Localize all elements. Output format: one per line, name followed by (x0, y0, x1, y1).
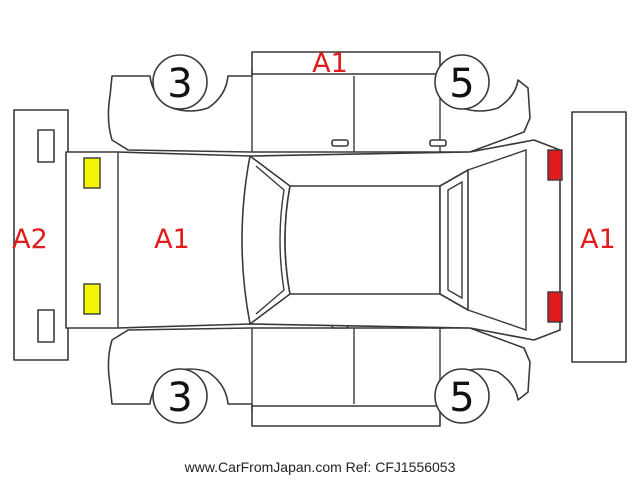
door-handle-top-front (331, 139, 349, 147)
footer-reference: www.CarFromJapan.com Ref: CFJ1556053 (184, 459, 456, 475)
door-handle-top-rear (429, 139, 447, 147)
wheel-mark-front-left: 3 (167, 61, 192, 107)
roof-panel (284, 185, 441, 295)
wheel-mark-rear-right: 5 (449, 375, 474, 421)
damage-mark-hood: A1 (154, 224, 190, 255)
headlight-lower (83, 283, 101, 315)
damage-mark-roof: A1 (312, 48, 348, 79)
rear-window (439, 169, 469, 311)
taillight-lower (547, 291, 563, 323)
rear-bumper (571, 111, 627, 363)
wheel-circle-front-right (152, 368, 208, 424)
wheel-mark-rear-left: 5 (449, 61, 474, 107)
wheel-mark-front-right: 3 (167, 375, 192, 421)
wheel-circle-rear-left (434, 54, 490, 110)
trunk-edge (467, 149, 527, 331)
front-bumper (13, 109, 69, 361)
damage-mark-front-bumper: A2 (12, 224, 48, 255)
wheel-circle-rear-right (434, 368, 490, 424)
rocker-strip-bottom (251, 405, 441, 427)
taillight-upper (547, 149, 563, 181)
windshield (241, 155, 291, 325)
wheel-circle-front-left (152, 54, 208, 110)
car-top-view (65, 139, 561, 341)
front-bumper-upper-slot (37, 129, 55, 163)
damage-mark-rear-bumper: A1 (580, 224, 616, 255)
headlight-upper (83, 157, 101, 189)
front-bumper-lower-slot (37, 309, 55, 343)
